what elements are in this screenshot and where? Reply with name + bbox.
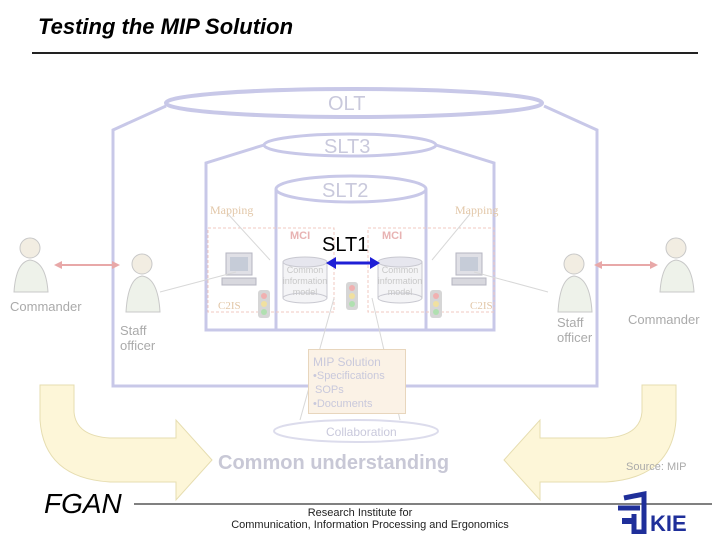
slt3-label: SLT3 xyxy=(324,136,371,158)
slt2-label: SLT2 xyxy=(322,180,369,202)
curved-arrow-left xyxy=(39,384,213,502)
c2is-right-label: C2IS xyxy=(470,300,493,312)
slt3-frame xyxy=(204,143,496,332)
network-node-left-icon xyxy=(258,290,270,318)
mip-item: SOPs xyxy=(315,384,344,396)
database-left-icon xyxy=(282,256,328,304)
slt1-arrow xyxy=(326,257,380,269)
title-underline xyxy=(32,52,698,54)
c2is-left-label: C2IS xyxy=(218,300,241,312)
network-node-center-icon xyxy=(346,282,358,310)
collaboration-ellipse xyxy=(273,419,439,443)
staff-officer-left-label: Staff officer xyxy=(120,323,156,353)
institute-line-1: Research Institute for xyxy=(307,507,413,519)
mci-right-label: MCI xyxy=(382,230,403,242)
staff-officer-left-figure xyxy=(125,253,161,313)
kie-logo: KIE xyxy=(618,490,687,534)
commander-link-left xyxy=(54,261,120,269)
olt-layer xyxy=(164,87,544,119)
institute-line-2: Communication, Information Processing an… xyxy=(231,519,509,531)
mapping-right-label: Mapping xyxy=(455,203,499,217)
common-information-model-left: Common information model xyxy=(282,265,328,297)
mip-solution-heading: MIP Solution xyxy=(313,355,381,369)
common-information-model-right: Common information model xyxy=(377,265,423,297)
collaboration-label: Collaboration xyxy=(326,425,397,439)
commander-left-figure xyxy=(13,237,49,293)
commander-right-figure xyxy=(659,237,695,293)
computer-left-icon xyxy=(221,252,257,286)
database-right-icon xyxy=(377,256,423,304)
commander-link-right xyxy=(594,261,658,269)
commander-right-label: Commander xyxy=(628,312,700,327)
computer-right-icon xyxy=(451,252,487,286)
curved-arrow-right xyxy=(503,384,677,502)
mapping-left-label: Mapping xyxy=(210,203,254,217)
mip-item: •Documents xyxy=(313,398,373,410)
common-understanding-label: Common understanding xyxy=(218,452,450,474)
mci-left-label: MCI xyxy=(290,230,311,242)
kie-logo-text: KIE xyxy=(650,511,687,534)
commander-left-label: Commander xyxy=(10,299,82,314)
fgan-logo: FGAN xyxy=(44,488,122,519)
staff-officer-right-figure xyxy=(557,253,593,313)
source-label: Source: MIP xyxy=(626,461,687,473)
slt2-frame xyxy=(274,189,428,330)
staff-officer-right-label: Staff officer xyxy=(557,315,593,345)
mip-solution-box: MIP Solution •Specifications SOPs •Docum… xyxy=(308,349,406,414)
slide-title: Testing the MIP Solution xyxy=(38,14,294,39)
slt2-layer xyxy=(274,174,428,204)
slt1-label: SLT1 xyxy=(322,234,369,256)
network-node-right-icon xyxy=(430,290,442,318)
olt-label: OLT xyxy=(328,93,366,115)
mip-item: •Specifications xyxy=(313,370,385,382)
mci-left-region xyxy=(207,227,335,313)
